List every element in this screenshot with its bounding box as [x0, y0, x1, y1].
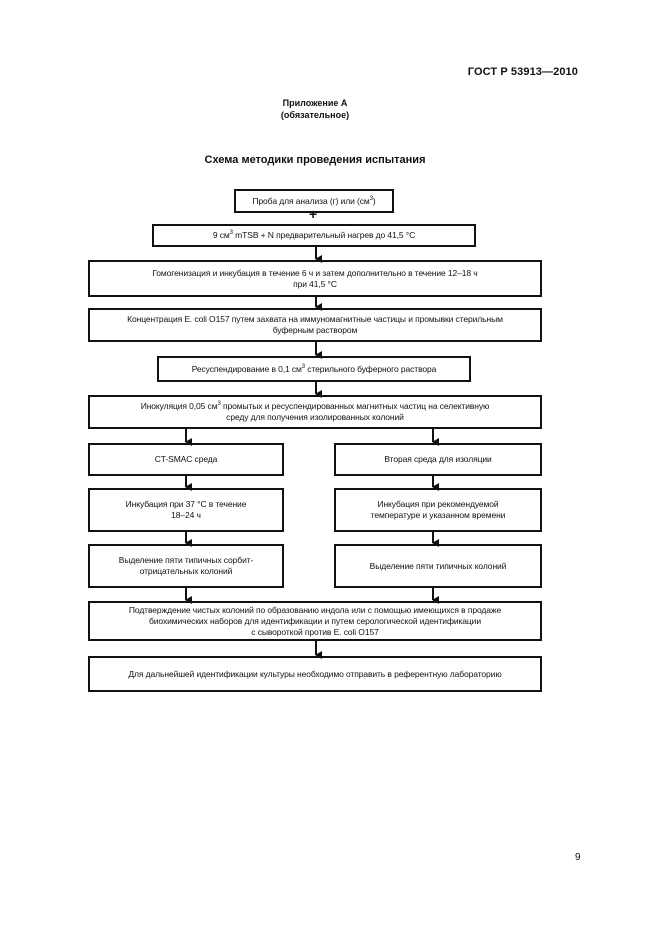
- step-final-text: Для дальнейшей идентификации культуры не…: [128, 668, 502, 679]
- step-inoculate-line2: среду для получения изолированных колони…: [226, 412, 404, 422]
- step-homogenize-line1: Гомогенизация и инкубация в течение 6 ч …: [152, 267, 478, 278]
- scheme-title: Схема методики проведения испытания: [204, 154, 426, 166]
- step-left-medium-text: CT-SMAC среда: [154, 454, 218, 464]
- step-right-medium-text: Вторая среда для изоляции: [384, 454, 492, 464]
- annex-status: (обязательное): [280, 110, 350, 120]
- step-right-select-text: Выделение пяти типичных колоний: [369, 560, 507, 571]
- step-right-medium: Вторая среда для изоляции: [334, 443, 542, 476]
- annex-heading: Приложение А (обязательное): [0, 97, 630, 121]
- step-resuspend-text: Ресуспендирование в 0,1 см3 стерильного …: [191, 363, 437, 374]
- step-right-incubation-line1: Инкубация при рекомендуемой: [377, 499, 499, 509]
- step-left-incubation-line1: Инкубация при 37 °С в течение: [125, 499, 247, 509]
- step-final: Для дальнейшей идентификации культуры не…: [88, 656, 542, 692]
- step-left-select: Выделение пяти типичных сорбит- отрицате…: [88, 544, 284, 588]
- step-left-select-line1: Выделение пяти типичных сорбит-: [118, 555, 254, 565]
- step-concentrate-line2: буферным раствором: [272, 325, 358, 335]
- step-right-incubation-line2: температуре и указанном времени: [370, 510, 506, 520]
- step-homogenize-line2: при 41,5 °С: [293, 278, 337, 289]
- step-resuspend: Ресуспендирование в 0,1 см3 стерильного …: [157, 356, 471, 382]
- step-preheat: 9 см3 mTSB + N предварительный нагрев до…: [152, 224, 476, 247]
- step-confirm-line1: Подтверждение чистых колоний по образова…: [128, 604, 502, 615]
- step-confirm-line3: с сывороткой против E. coli O157: [251, 626, 379, 637]
- step-concentrate: Концентрация E. coli O157 путем захвата …: [88, 308, 542, 342]
- step-inoculate-line1: Инокуляция 0,05 см3 промытых и ресуспенд…: [140, 401, 490, 411]
- page-number: 9: [575, 852, 581, 863]
- step-right-select: Выделение пяти типичных колоний: [334, 544, 542, 588]
- step-sample-text: Пробa для анализа (г) или (см3): [252, 195, 376, 206]
- step-left-select-line2: отрицательных колоний: [139, 566, 233, 576]
- step-homogenize: Гомогенизация и инкубация в течение 6 ч …: [88, 260, 542, 297]
- standard-number: ГОСТ Р 53913—2010: [467, 66, 578, 78]
- step-inoculate: Инокуляция 0,05 см3 промытых и ресуспенд…: [88, 395, 542, 429]
- plus-sign: +: [309, 206, 318, 222]
- step-confirm: Подтверждение чистых колоний по образова…: [88, 601, 542, 641]
- step-right-incubation: Инкубация при рекомендуемой температуре …: [334, 488, 542, 532]
- step-sample: Пробa для анализа (г) или (см3): [234, 189, 394, 213]
- step-left-medium: CT-SMAC среда: [88, 443, 284, 476]
- step-preheat-text: 9 см3 mTSB + N предварительный нагрев до…: [212, 230, 416, 240]
- step-left-incubation-line2: 18–24 ч: [171, 510, 201, 520]
- step-left-incubation: Инкубация при 37 °С в течение 18–24 ч: [88, 488, 284, 532]
- step-confirm-line2: биохимических наборов для идентификации …: [149, 615, 481, 626]
- annex-title: Приложение А: [282, 98, 348, 108]
- step-concentrate-line1: Концентрация E. coli O157 путем захвата …: [127, 314, 503, 324]
